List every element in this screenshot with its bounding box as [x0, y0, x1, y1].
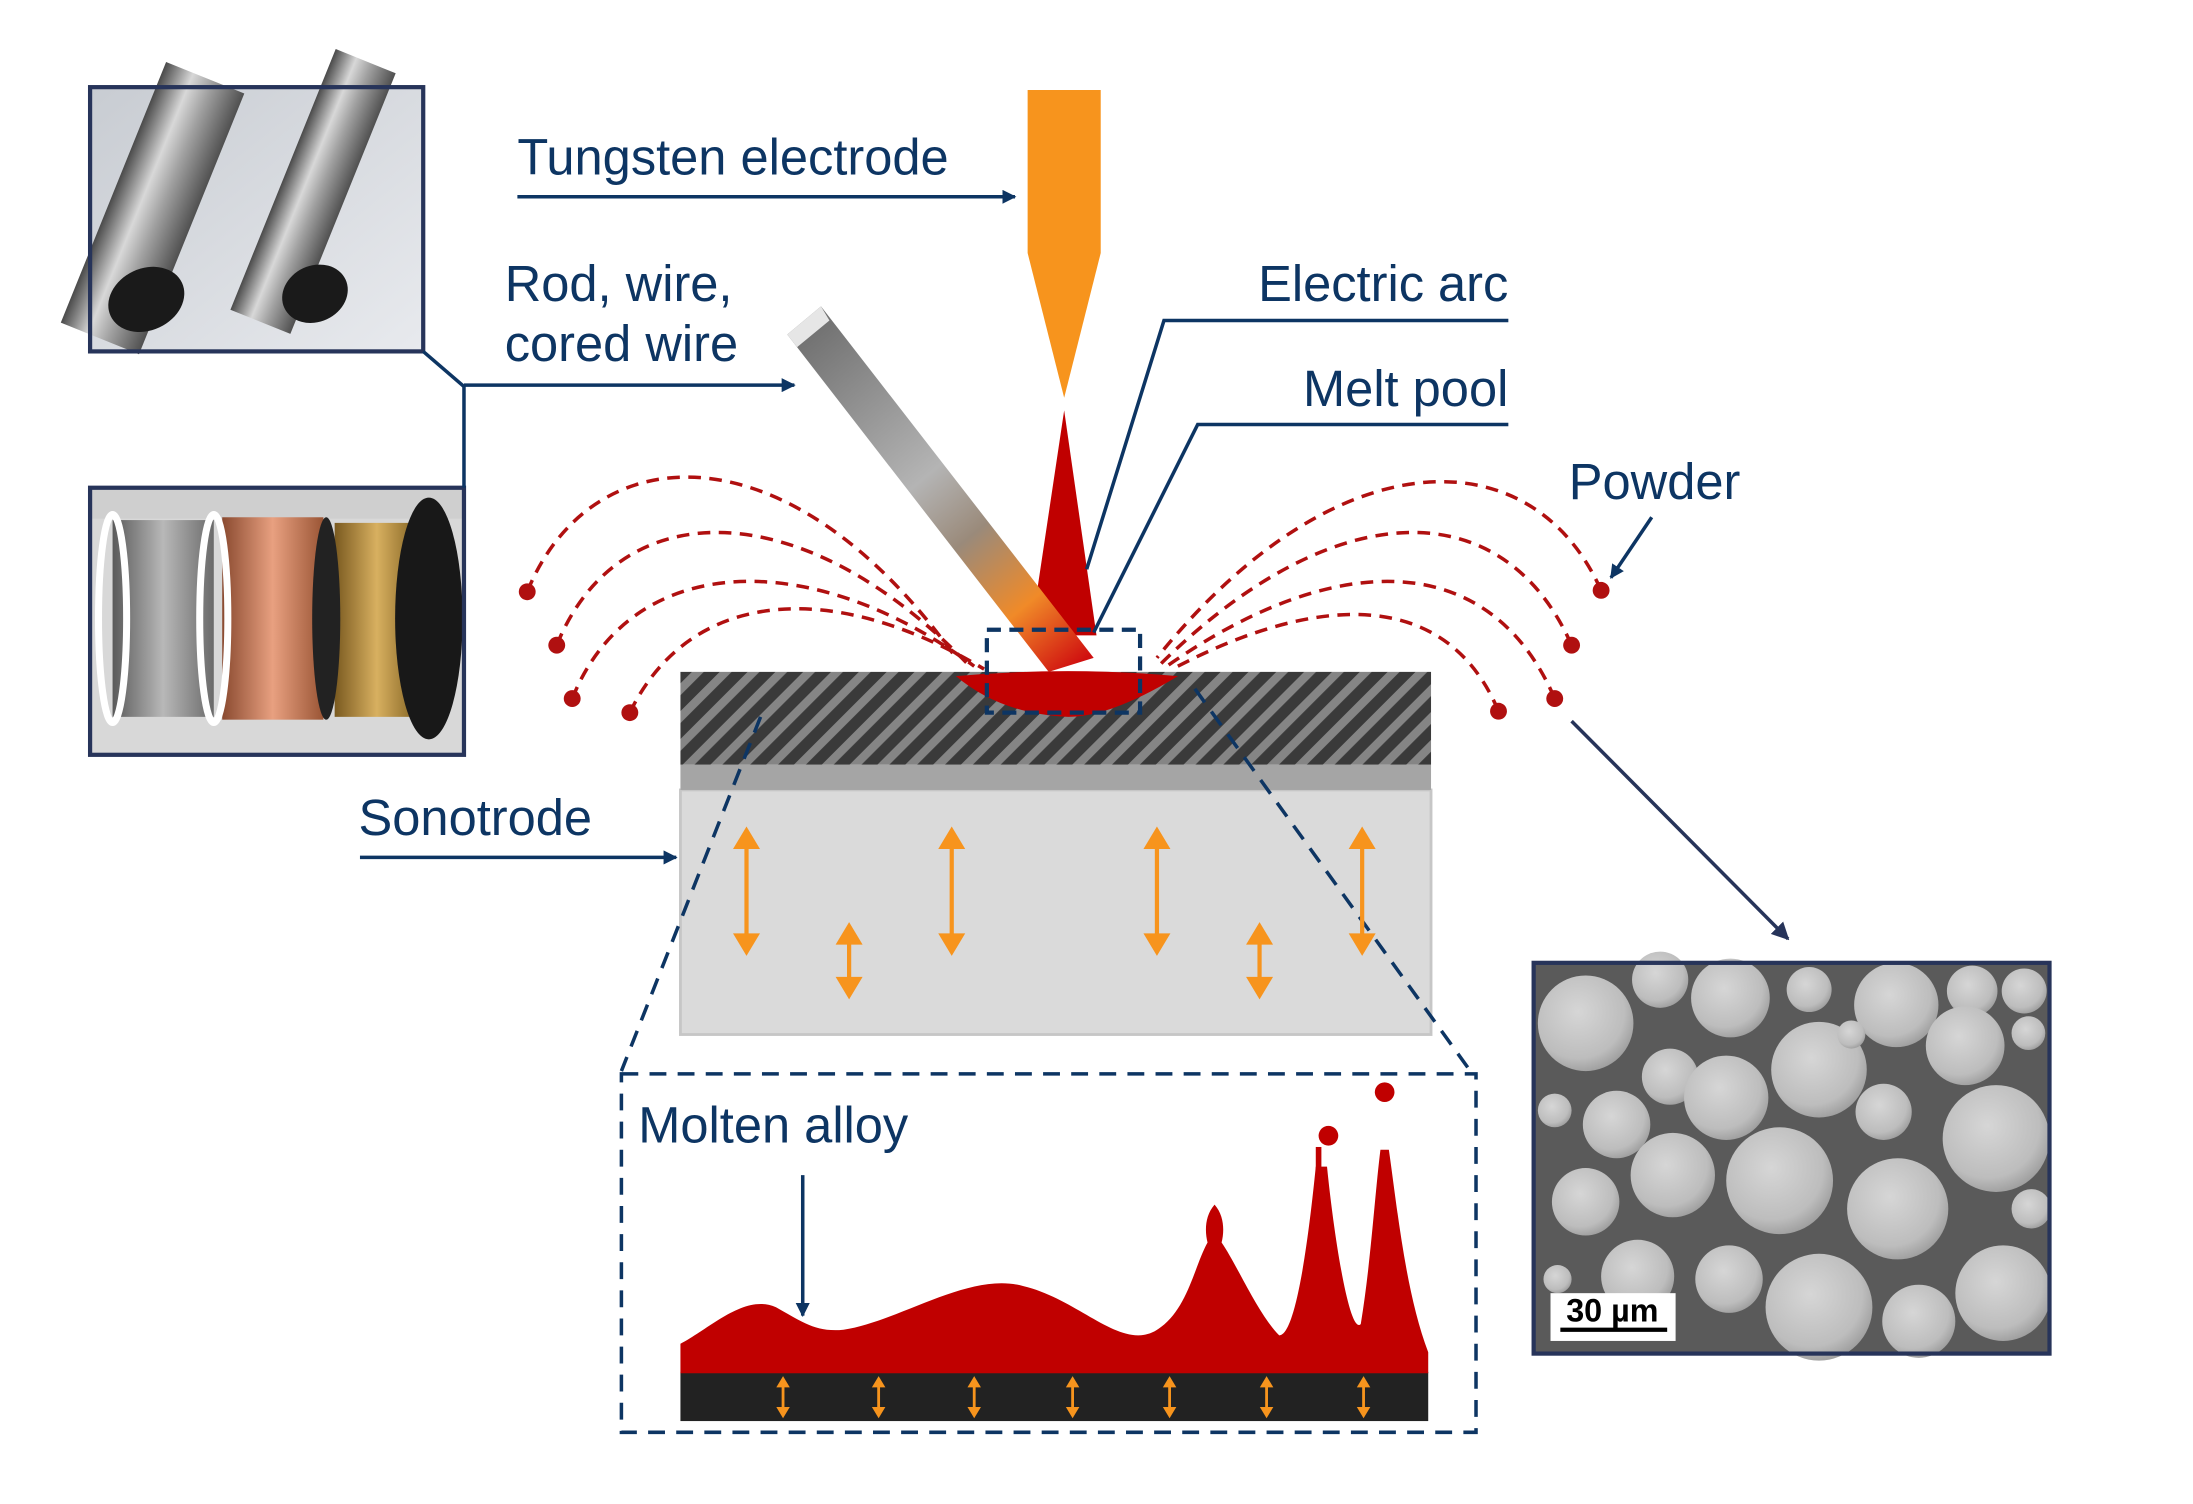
- powder-particle: [2011, 1016, 2046, 1050]
- powder-streams-right: [1155, 479, 1603, 712]
- label-melt-pool: Melt pool: [1303, 360, 1508, 417]
- powder-arrow: [1609, 516, 1654, 579]
- scale-bar-label: 30 µm: [1566, 1292, 1658, 1328]
- arc-leader: [1084, 318, 1509, 570]
- molten-alloy-inset: [619, 1072, 1478, 1435]
- melt-leader: [1092, 422, 1509, 634]
- powder-particle: [1955, 1245, 2051, 1341]
- powder-particle: [1942, 1085, 2050, 1192]
- powder-particle: [1855, 1083, 1912, 1140]
- sem-image: 30 µm: [1531, 951, 2052, 1361]
- vibration-arrow-icon: [938, 826, 966, 956]
- powder-particle: [1551, 1168, 1620, 1236]
- powder-particle: [1537, 975, 1634, 1072]
- filler-rod: [787, 306, 1094, 672]
- powder-particle: [1726, 1127, 1834, 1235]
- vibration-arrow-icon: [1162, 1376, 1177, 1419]
- droplet-small: [1318, 1125, 1339, 1146]
- vibration-arrows: [733, 826, 1376, 1000]
- vibration-arrow-icon: [835, 922, 863, 1000]
- melt-pool: [955, 671, 1179, 717]
- base-plate: [680, 764, 1432, 790]
- powder-particle: [1684, 1055, 1769, 1140]
- vibration-arrow-icon: [1348, 826, 1376, 956]
- powder-particle: [1695, 1245, 1763, 1313]
- powder-particle: [1882, 1284, 1956, 1358]
- powder-particle: [1847, 1158, 1949, 1260]
- vibration-arrow-icon: [1246, 922, 1274, 1000]
- powder-particle: [1543, 1265, 1572, 1294]
- vibration-arrow-icon: [1065, 1376, 1080, 1419]
- vibration-arrow-icon: [1143, 826, 1171, 956]
- powder-particle: [1786, 967, 1832, 1013]
- photo-connector: [422, 350, 466, 488]
- zoom-box: [984, 627, 1143, 715]
- photo-rods: [60, 49, 426, 355]
- powder-particle: [2001, 968, 2047, 1014]
- photo-spools: [87, 485, 467, 757]
- electric-arc: [1030, 410, 1097, 636]
- label-powder: Powder: [1569, 453, 1741, 510]
- vibration-arrow-icon: [967, 1376, 981, 1419]
- zoom-guide-right: [1193, 687, 1472, 1073]
- powder-particle: [1632, 951, 1689, 1008]
- powder-particle: [1630, 1132, 1715, 1218]
- powder-particle: [2011, 1189, 2051, 1229]
- label-rod-line1: Rod, wire,: [505, 255, 733, 312]
- label-sonotrode: Sonotrode: [359, 789, 592, 846]
- vibration-arrow-icon: [776, 1376, 790, 1419]
- droplet-top: [1374, 1082, 1395, 1102]
- zoom-guide-left: [619, 716, 763, 1072]
- powder-particle: [1765, 1253, 1873, 1361]
- powder-streams-left: [525, 475, 985, 714]
- powder-particle: [1925, 1006, 2005, 1086]
- label-electric-arc: Electric arc: [1258, 255, 1508, 312]
- powder-particle: [1691, 958, 1770, 1038]
- label-tungsten-electrode: Tungsten electrode: [517, 128, 948, 185]
- vibration-arrow-icon: [1259, 1376, 1274, 1419]
- label-rod-line2: cored wire: [505, 315, 738, 372]
- molten-alloy-profile: [680, 1149, 1429, 1374]
- vibration-arrow-icon: [1356, 1376, 1371, 1419]
- powder-particle: [1854, 962, 1939, 1048]
- inset-vibration-arrows: [776, 1376, 1371, 1419]
- vibration-arrow-icon: [733, 826, 760, 956]
- powder-particle: [1946, 965, 1998, 1017]
- powder-dots: [518, 581, 1610, 722]
- tungsten-electrode: [1027, 89, 1101, 398]
- label-molten-alloy: Molten alloy: [638, 1097, 909, 1154]
- inset-substrate: [680, 1371, 1429, 1422]
- powder-sem-arrow: [1570, 719, 1790, 941]
- powder-particle: [1582, 1090, 1651, 1159]
- vibration-arrow-icon: [871, 1376, 886, 1419]
- powder-particle: [1641, 1048, 1699, 1105]
- powder-particle: [1537, 1093, 1572, 1128]
- powder-particle: [1837, 1020, 1866, 1049]
- sonotrode-block: [679, 788, 1433, 1036]
